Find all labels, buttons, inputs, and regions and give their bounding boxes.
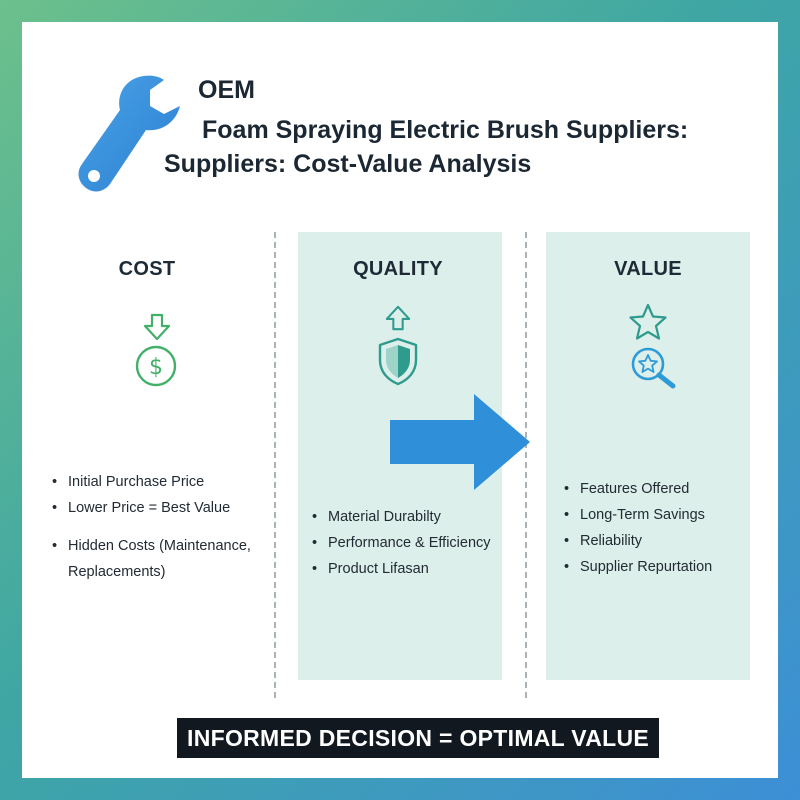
- title-oem: OEM: [198, 76, 255, 104]
- list-item: Initial Purchase Price: [52, 474, 282, 490]
- list-item: Reliability: [564, 533, 764, 549]
- right-arrow-icon: [390, 394, 530, 490]
- magnifier-star-icon: [631, 347, 676, 389]
- title-line-2: Foam Spraying Electric Brush Suppliers:: [202, 116, 689, 144]
- value-heading: VALUE: [614, 258, 682, 280]
- quality-list: Material Durabilty Performance & Efficie…: [312, 509, 512, 577]
- list-item: Performance & Efficiency: [312, 535, 512, 551]
- star-icon: [629, 303, 667, 340]
- value-list: Features Offered Long-Term Savings Relia…: [564, 481, 764, 575]
- quality-heading: QUALITY: [353, 258, 443, 280]
- list-item: Long-Term Savings: [564, 507, 764, 523]
- list-item: Hidden Costs (Maintenance,: [52, 538, 282, 554]
- arrow-up-icon: [385, 305, 411, 331]
- cost-heading: COST: [118, 258, 176, 280]
- list-item: Material Durabilty: [312, 509, 512, 525]
- list-item: Product Lifasan: [312, 561, 512, 577]
- dollar-coin-icon: $: [135, 345, 177, 387]
- title-line-3: Suppliers: Cost-Value Analysis: [164, 150, 532, 178]
- shield-icon: [378, 337, 418, 386]
- divider-left: [274, 232, 276, 698]
- list-item: Features Offered: [564, 481, 764, 497]
- value-panel: [546, 232, 750, 680]
- list-item: Lower Price = Best Value: [52, 500, 282, 516]
- list-item-continuation: Replacements): [68, 564, 166, 580]
- cost-list: Initial Purchase Price Lower Price = Bes…: [52, 474, 282, 580]
- wrench-icon: [78, 75, 180, 192]
- infographic-card: OEM Foam Spraying Electric Brush Supplie…: [22, 22, 778, 778]
- list-item: Supplier Repurtation: [564, 559, 764, 575]
- divider-right: [525, 232, 527, 698]
- arrow-down-icon: [143, 313, 171, 341]
- conclusion-banner: INFORMED DECISION = OPTIMAL VALUE: [177, 718, 660, 758]
- svg-text:$: $: [149, 355, 163, 380]
